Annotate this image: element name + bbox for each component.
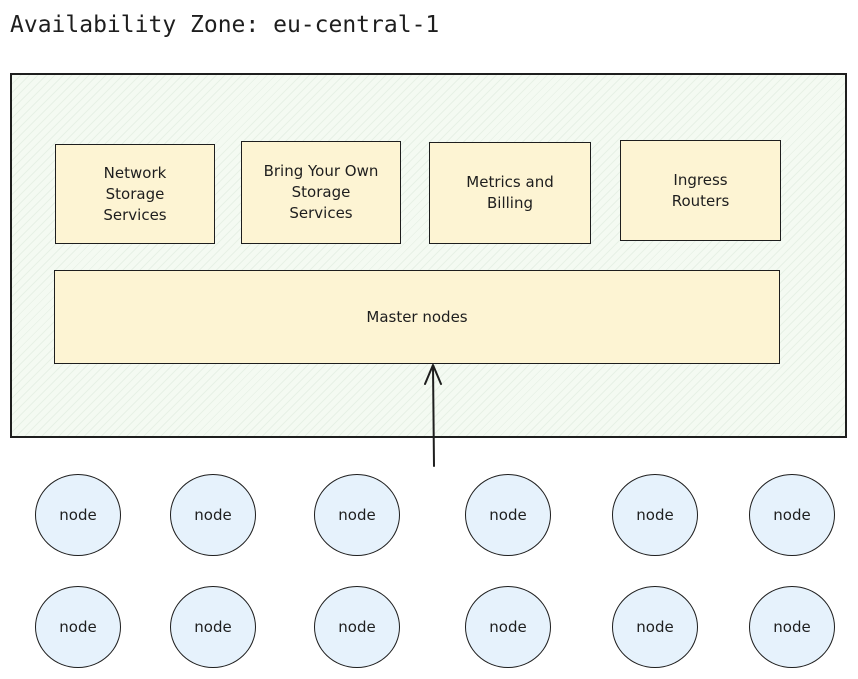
node-circle: node	[35, 586, 121, 668]
node-circle: node	[465, 586, 551, 668]
metrics-billing-box: Metrics and Billing	[429, 142, 591, 244]
node-circle: node	[170, 586, 256, 668]
node-circle: node	[35, 474, 121, 556]
node-circle: node	[749, 586, 835, 668]
zone-title: Availability Zone: eu-central-1	[10, 12, 440, 38]
ingress-routers-box: Ingress Routers	[620, 140, 781, 241]
availability-zone-box	[10, 73, 847, 438]
node-circle: node	[465, 474, 551, 556]
node-circle: node	[612, 474, 698, 556]
network-storage-services-box: Network Storage Services	[55, 144, 215, 244]
node-circle: node	[749, 474, 835, 556]
node-circle: node	[314, 586, 400, 668]
node-circle: node	[314, 474, 400, 556]
byo-storage-services-box: Bring Your Own Storage Services	[241, 141, 401, 244]
node-circle: node	[612, 586, 698, 668]
node-circle: node	[170, 474, 256, 556]
master-nodes-box: Master nodes	[54, 270, 780, 364]
